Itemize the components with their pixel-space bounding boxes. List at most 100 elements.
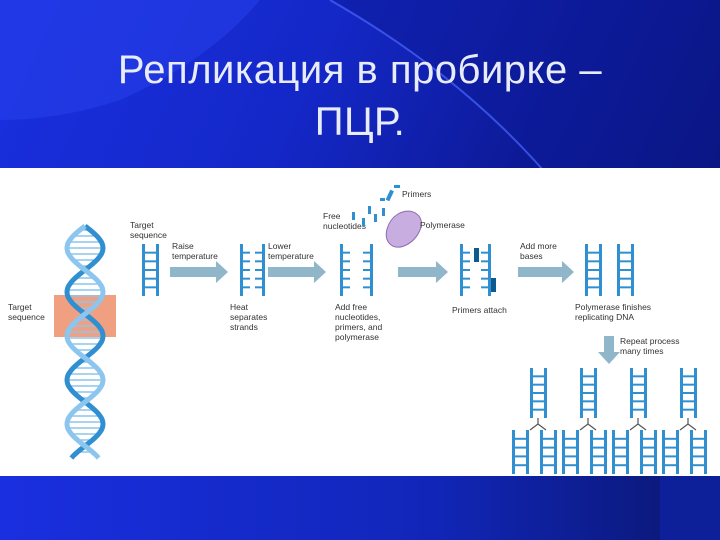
base-pair (363, 251, 370, 254)
base-pair (463, 286, 470, 289)
base-pair (363, 269, 370, 271)
base-pair (145, 269, 156, 271)
strand-backbone (599, 244, 602, 296)
heat-separates-label: Heat separates strands (230, 302, 270, 332)
base-pair (515, 437, 526, 440)
pcr-diagram: Target sequence Target sequence Raise te… (8, 185, 707, 474)
base-pair (463, 260, 470, 263)
base-pair (543, 437, 554, 440)
base-pair (565, 446, 576, 449)
strand-backbone (370, 244, 373, 296)
base-pair (633, 408, 644, 411)
base-pair (665, 455, 676, 458)
base-pair (633, 392, 644, 394)
title-line-2: ПЦР. (314, 100, 406, 144)
base-pair (363, 286, 370, 289)
strand-backbone (662, 430, 665, 474)
base-pair (145, 286, 156, 289)
base-pair (583, 375, 594, 378)
base-pair (620, 277, 631, 280)
polymerase-finishes-label: Polymerase finishes replicating DNA (575, 302, 653, 322)
base-pair (683, 375, 694, 378)
base-pair (343, 277, 350, 280)
dna-replicated (585, 244, 634, 296)
base-pair (593, 455, 604, 458)
strand-backbone (612, 430, 615, 474)
base-pair (588, 260, 599, 263)
base-pair (543, 455, 554, 458)
strand-backbone (340, 244, 343, 296)
strand-backbone (580, 368, 583, 418)
base-pair (481, 251, 488, 254)
strand-backbone (644, 368, 647, 418)
base-pair (665, 437, 676, 440)
base-pair (543, 464, 554, 467)
base-pair (255, 277, 262, 280)
right-arrow (518, 261, 574, 283)
base-pair (243, 286, 250, 289)
strand-backbone (654, 430, 657, 474)
repeat-down-arrow (598, 336, 620, 364)
base-pair (583, 392, 594, 394)
base-pair (615, 455, 626, 458)
strand-backbone (626, 430, 629, 474)
base-pair (615, 446, 626, 449)
base-pair (643, 455, 654, 458)
strand-backbone (576, 430, 579, 474)
slide-title: Репликация в пробирке – ПЦР. (0, 44, 720, 148)
strand-backbone (240, 244, 243, 296)
strand-backbone (604, 430, 607, 474)
strand-backbone (594, 368, 597, 418)
polymerase-label: Polymerase (420, 220, 465, 230)
dna-ladder-intact (142, 244, 159, 296)
base-pair (515, 455, 526, 458)
base-pair (145, 251, 156, 254)
slide-footer-bar (0, 476, 720, 540)
base-pair (481, 269, 488, 271)
dna-copies-grid (512, 368, 707, 474)
base-pair (665, 446, 676, 449)
free-nucleotide-icons (352, 206, 385, 226)
base-pair (583, 383, 594, 386)
strand-backbone (156, 244, 159, 296)
base-pair (615, 464, 626, 467)
base-pair (588, 251, 599, 254)
strand-backbone (554, 430, 557, 474)
base-pair (643, 446, 654, 449)
base-pair (665, 464, 676, 467)
base-pair (363, 277, 370, 280)
base-pair (255, 269, 262, 271)
base-pair (620, 269, 631, 271)
base-pair (593, 437, 604, 440)
dna-strands-with-reagents (340, 244, 373, 296)
base-pair (255, 251, 262, 254)
base-pair (343, 286, 350, 289)
top-target-label: Target sequence (130, 220, 167, 240)
right-arrow (170, 261, 228, 283)
base-pair (588, 286, 599, 289)
footer-corner-block (660, 476, 720, 540)
base-pair (515, 446, 526, 449)
base-pair (533, 375, 544, 378)
strand-backbone (590, 430, 593, 474)
right-arrow (398, 261, 448, 283)
base-pair (463, 277, 470, 280)
base-pair (255, 286, 262, 289)
strand-backbone (512, 430, 515, 474)
base-pair (463, 269, 470, 271)
base-pair (620, 260, 631, 263)
strand-backbone (680, 368, 683, 418)
strand-backbone (562, 430, 565, 474)
base-pair (145, 277, 156, 280)
title-line-1: Репликация в пробирке – (117, 48, 603, 92)
strand-backbone (488, 244, 491, 296)
base-pair (543, 446, 554, 449)
base-pair (481, 286, 488, 289)
dna-double-helix (64, 224, 106, 460)
base-pair (593, 464, 604, 467)
dna-separated-strands (240, 244, 265, 296)
base-pair (565, 464, 576, 467)
primers-attach-label: Primers attach (452, 305, 507, 315)
base-pair (243, 251, 250, 254)
